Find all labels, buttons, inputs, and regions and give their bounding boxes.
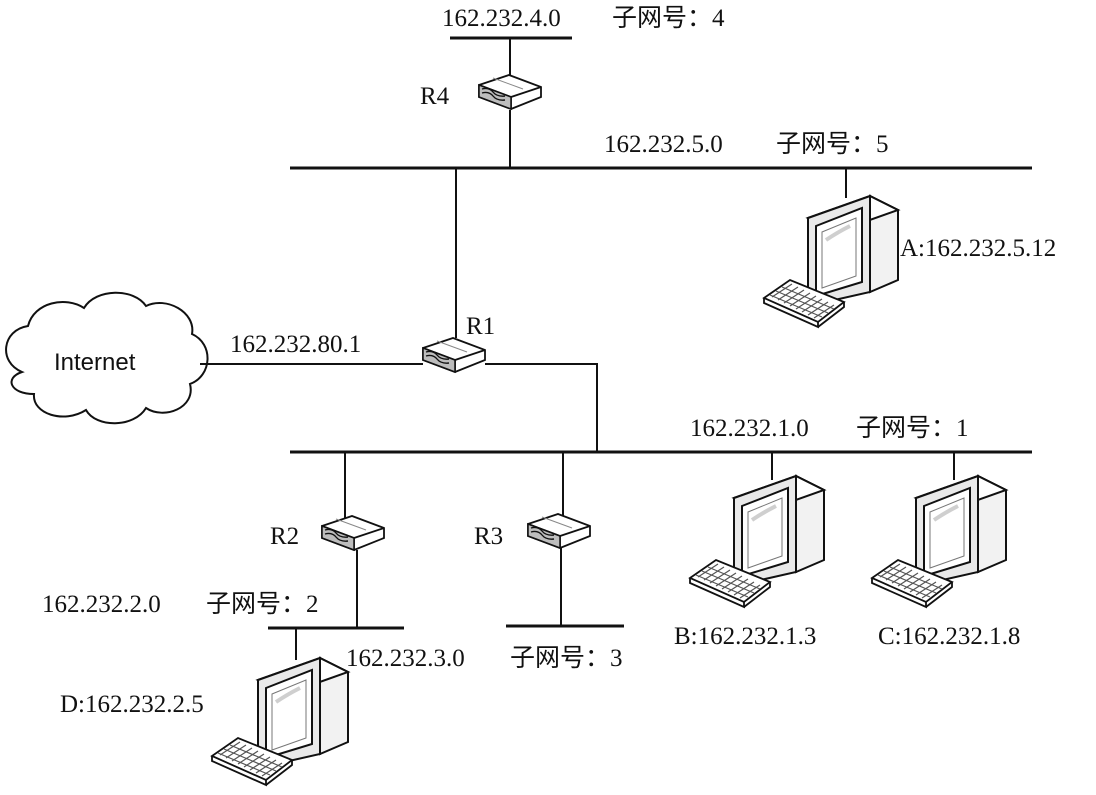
subnet-2-ip: 162.232.2.0 — [42, 591, 161, 618]
internet-link-ip: 162.232.80.1 — [230, 331, 361, 358]
router-r2-icon — [321, 515, 385, 551]
internet-label: Internet — [54, 349, 136, 376]
router-r4-icon — [478, 74, 542, 110]
router-r1-label: R1 — [466, 313, 495, 340]
router-r2-label: R2 — [270, 523, 299, 550]
subnet-1-ip: 162.232.1.0 — [690, 415, 809, 442]
router-r4-label: R4 — [420, 83, 450, 110]
computer-c-icon — [914, 474, 1008, 588]
router-r3-icon — [527, 513, 591, 549]
subnet-3-ip: 162.232.3.0 — [346, 645, 465, 672]
subnet-2-label: 子网号：2 — [206, 591, 319, 618]
host-c-label: C:162.232.1.8 — [878, 623, 1020, 650]
router-r3-label: R3 — [474, 523, 503, 550]
subnet-1-label: 子网号：1 — [856, 415, 969, 442]
subnet-3-label: 子网号：3 — [510, 645, 623, 672]
subnet-4-label: 子网号：4 — [612, 5, 725, 32]
subnet-5-ip: 162.232.5.0 — [604, 131, 723, 158]
computer-a-icon — [806, 194, 900, 308]
subnet-5-label: 子网号：5 — [776, 131, 889, 158]
host-b-label: B:162.232.1.3 — [674, 623, 816, 650]
subnet-4-ip: 162.232.4.0 — [442, 5, 561, 32]
internet-cloud-icon — [5, 291, 209, 425]
link-r1-subnet1 — [485, 363, 598, 452]
host-d-label: D:162.232.2.5 — [60, 691, 204, 718]
host-a-label: A:162.232.5.12 — [900, 235, 1056, 262]
computer-b-icon — [732, 474, 826, 588]
router-r1-icon — [422, 337, 486, 373]
